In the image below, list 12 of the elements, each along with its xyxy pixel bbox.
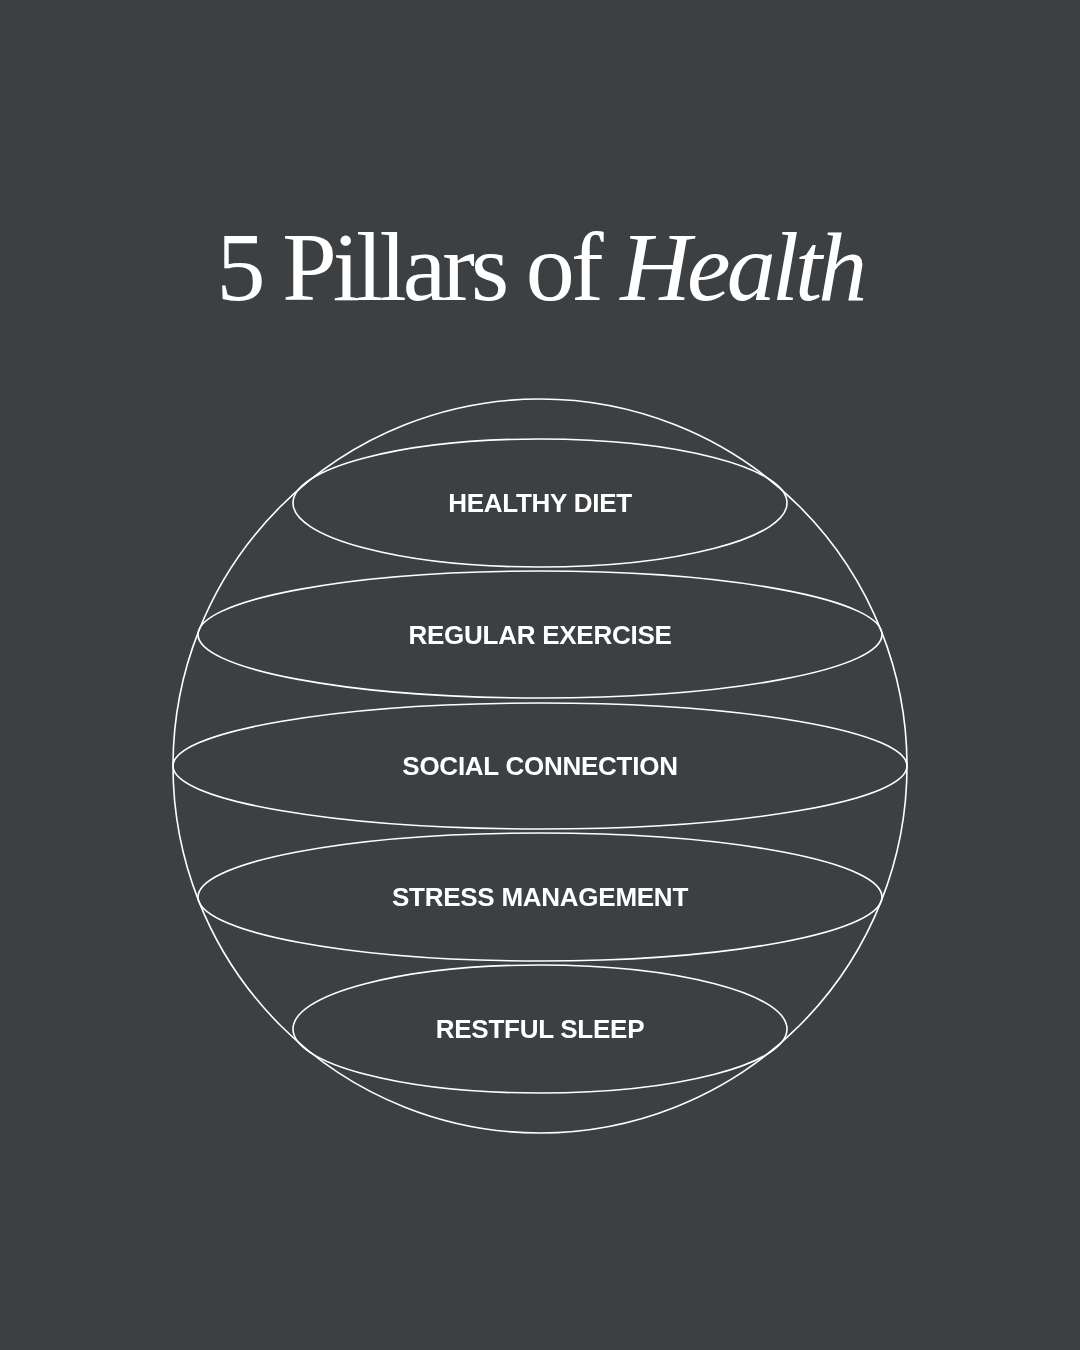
ellipse-band — [172, 702, 908, 830]
pillar-label: HEALTHY DIET — [448, 490, 632, 516]
pillar-label: REGULAR EXERCISE — [408, 621, 672, 648]
ellipse-band — [292, 438, 788, 568]
ellipse-band — [197, 832, 883, 962]
pillar-label: SOCIAL CONNECTION — [402, 753, 678, 779]
pillar-label: STRESS MANAGEMENT — [391, 884, 688, 910]
pillar-label: RESTFUL SLEEP — [435, 1016, 645, 1042]
ellipse-band — [197, 570, 883, 699]
title: 5 Pillars of Health — [216, 214, 864, 322]
outline-circle — [172, 398, 908, 1134]
ellipse-band — [292, 964, 788, 1094]
